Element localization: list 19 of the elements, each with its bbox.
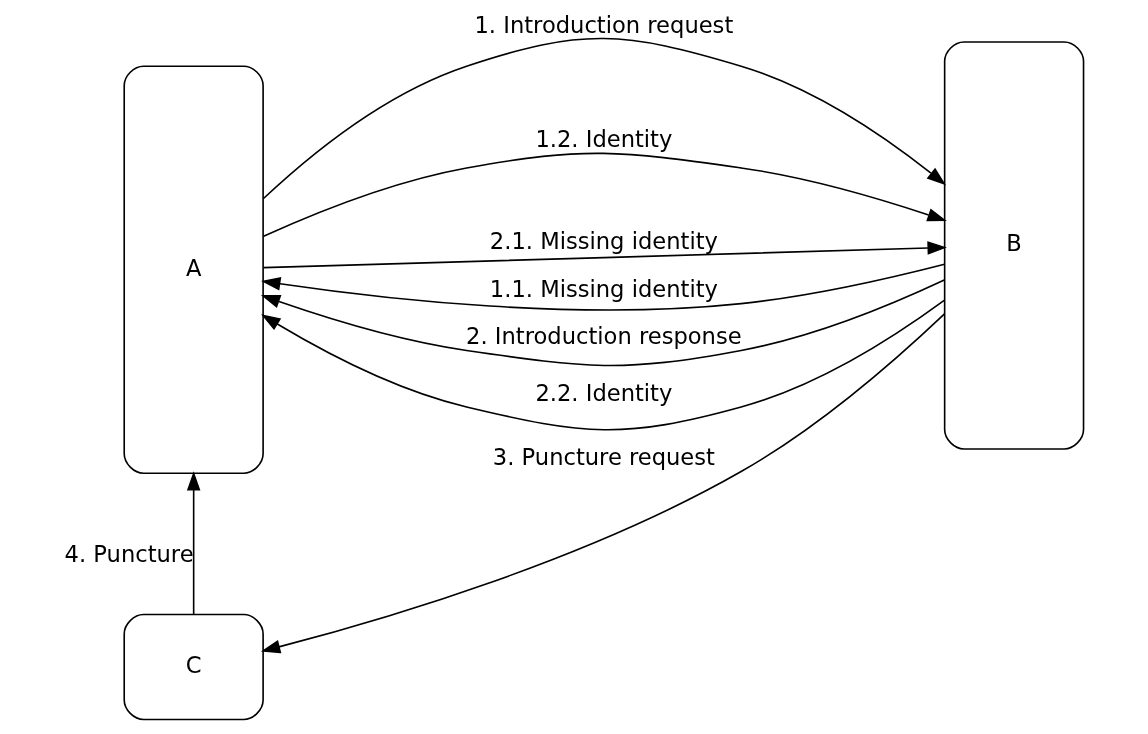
edge-label: 2.1. Missing identity bbox=[489, 228, 718, 255]
arrow bbox=[261, 263, 946, 311]
node-box: B bbox=[943, 41, 1085, 450]
edge-label: 1.2. Identity bbox=[535, 126, 673, 153]
node-box: A bbox=[123, 65, 264, 474]
arrow bbox=[261, 299, 945, 431]
node-box: C bbox=[123, 613, 264, 721]
edge-label: 2.2. Identity bbox=[535, 379, 673, 406]
edge-label: 3. Puncture request bbox=[492, 444, 715, 471]
arrow bbox=[262, 241, 947, 269]
arrow bbox=[262, 37, 946, 200]
arrow bbox=[262, 152, 947, 238]
edge-label: 4. Puncture bbox=[64, 540, 194, 567]
arrow bbox=[186, 471, 201, 616]
edge-label: 2. Introduction response bbox=[466, 323, 742, 350]
edge-label: 1.1. Missing identity bbox=[489, 276, 718, 303]
arrow bbox=[260, 313, 946, 654]
edge-label: 1. Introduction request bbox=[474, 11, 734, 38]
arrow bbox=[260, 279, 946, 367]
